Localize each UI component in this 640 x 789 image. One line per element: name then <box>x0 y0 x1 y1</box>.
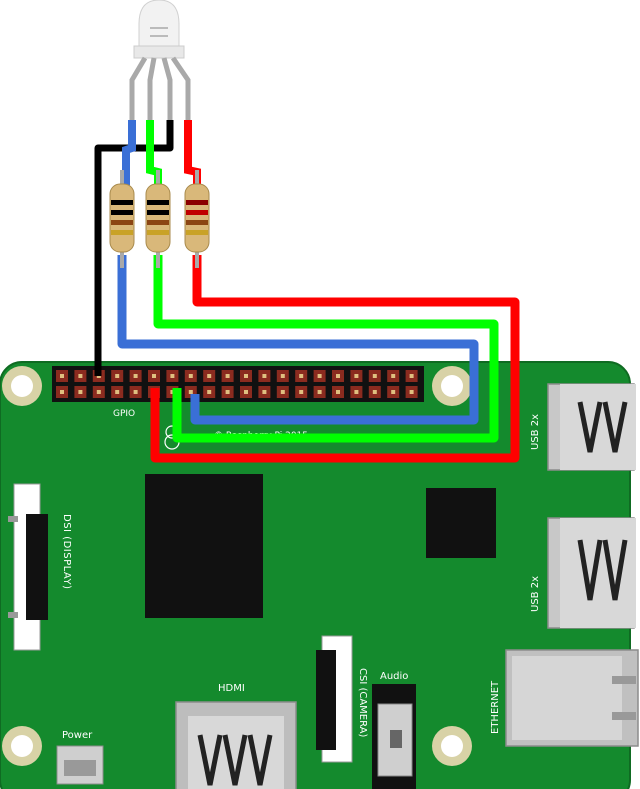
dsi-label: DSI (DISPLAY) <box>61 514 72 589</box>
rgb-led <box>129 0 191 120</box>
gpio-label: GPIO <box>113 409 135 419</box>
resistor <box>184 183 210 253</box>
usb-top-label: USB 2x <box>530 414 541 450</box>
csi-connector <box>316 635 353 763</box>
mounting-hole-bottom-left <box>2 726 42 766</box>
hdmi-label: HDMI <box>218 683 245 694</box>
blue-led-wire <box>122 120 136 185</box>
csi-label: CSI (CAMERA) <box>357 668 368 738</box>
gpio-header <box>52 366 424 402</box>
usb-port-top <box>547 383 636 471</box>
lan-chip <box>426 488 496 558</box>
power-label: Power <box>62 730 93 741</box>
usb-bottom-label: USB 2x <box>530 576 541 612</box>
resistor <box>145 183 171 253</box>
red-wire <box>150 255 520 463</box>
soc-chip <box>145 474 263 618</box>
board-wires <box>94 120 520 463</box>
power-port <box>56 745 104 785</box>
ethernet-port <box>505 649 639 747</box>
usb-port-bottom <box>547 517 636 629</box>
mounting-hole-bottom-right <box>432 726 472 766</box>
mounting-hole-top-left <box>2 366 42 406</box>
green-wire <box>153 255 499 443</box>
resistors <box>109 183 210 253</box>
audio-label: Audio <box>380 671 408 682</box>
led-wires <box>122 120 201 185</box>
hdmi-port <box>175 701 297 789</box>
mounting-hole-top-right <box>432 366 472 406</box>
blue-wire <box>117 255 479 425</box>
resistor <box>109 183 135 253</box>
raspberry-pi-board: GPIO © Raspberry Pi 2015 DSI (DISPLAY) U… <box>0 361 639 789</box>
resistor-legs <box>120 170 199 268</box>
audio-jack <box>372 684 416 789</box>
dsi-connector <box>8 483 48 651</box>
led-dome <box>138 0 180 53</box>
ethernet-label: ETHERNET <box>490 680 501 734</box>
